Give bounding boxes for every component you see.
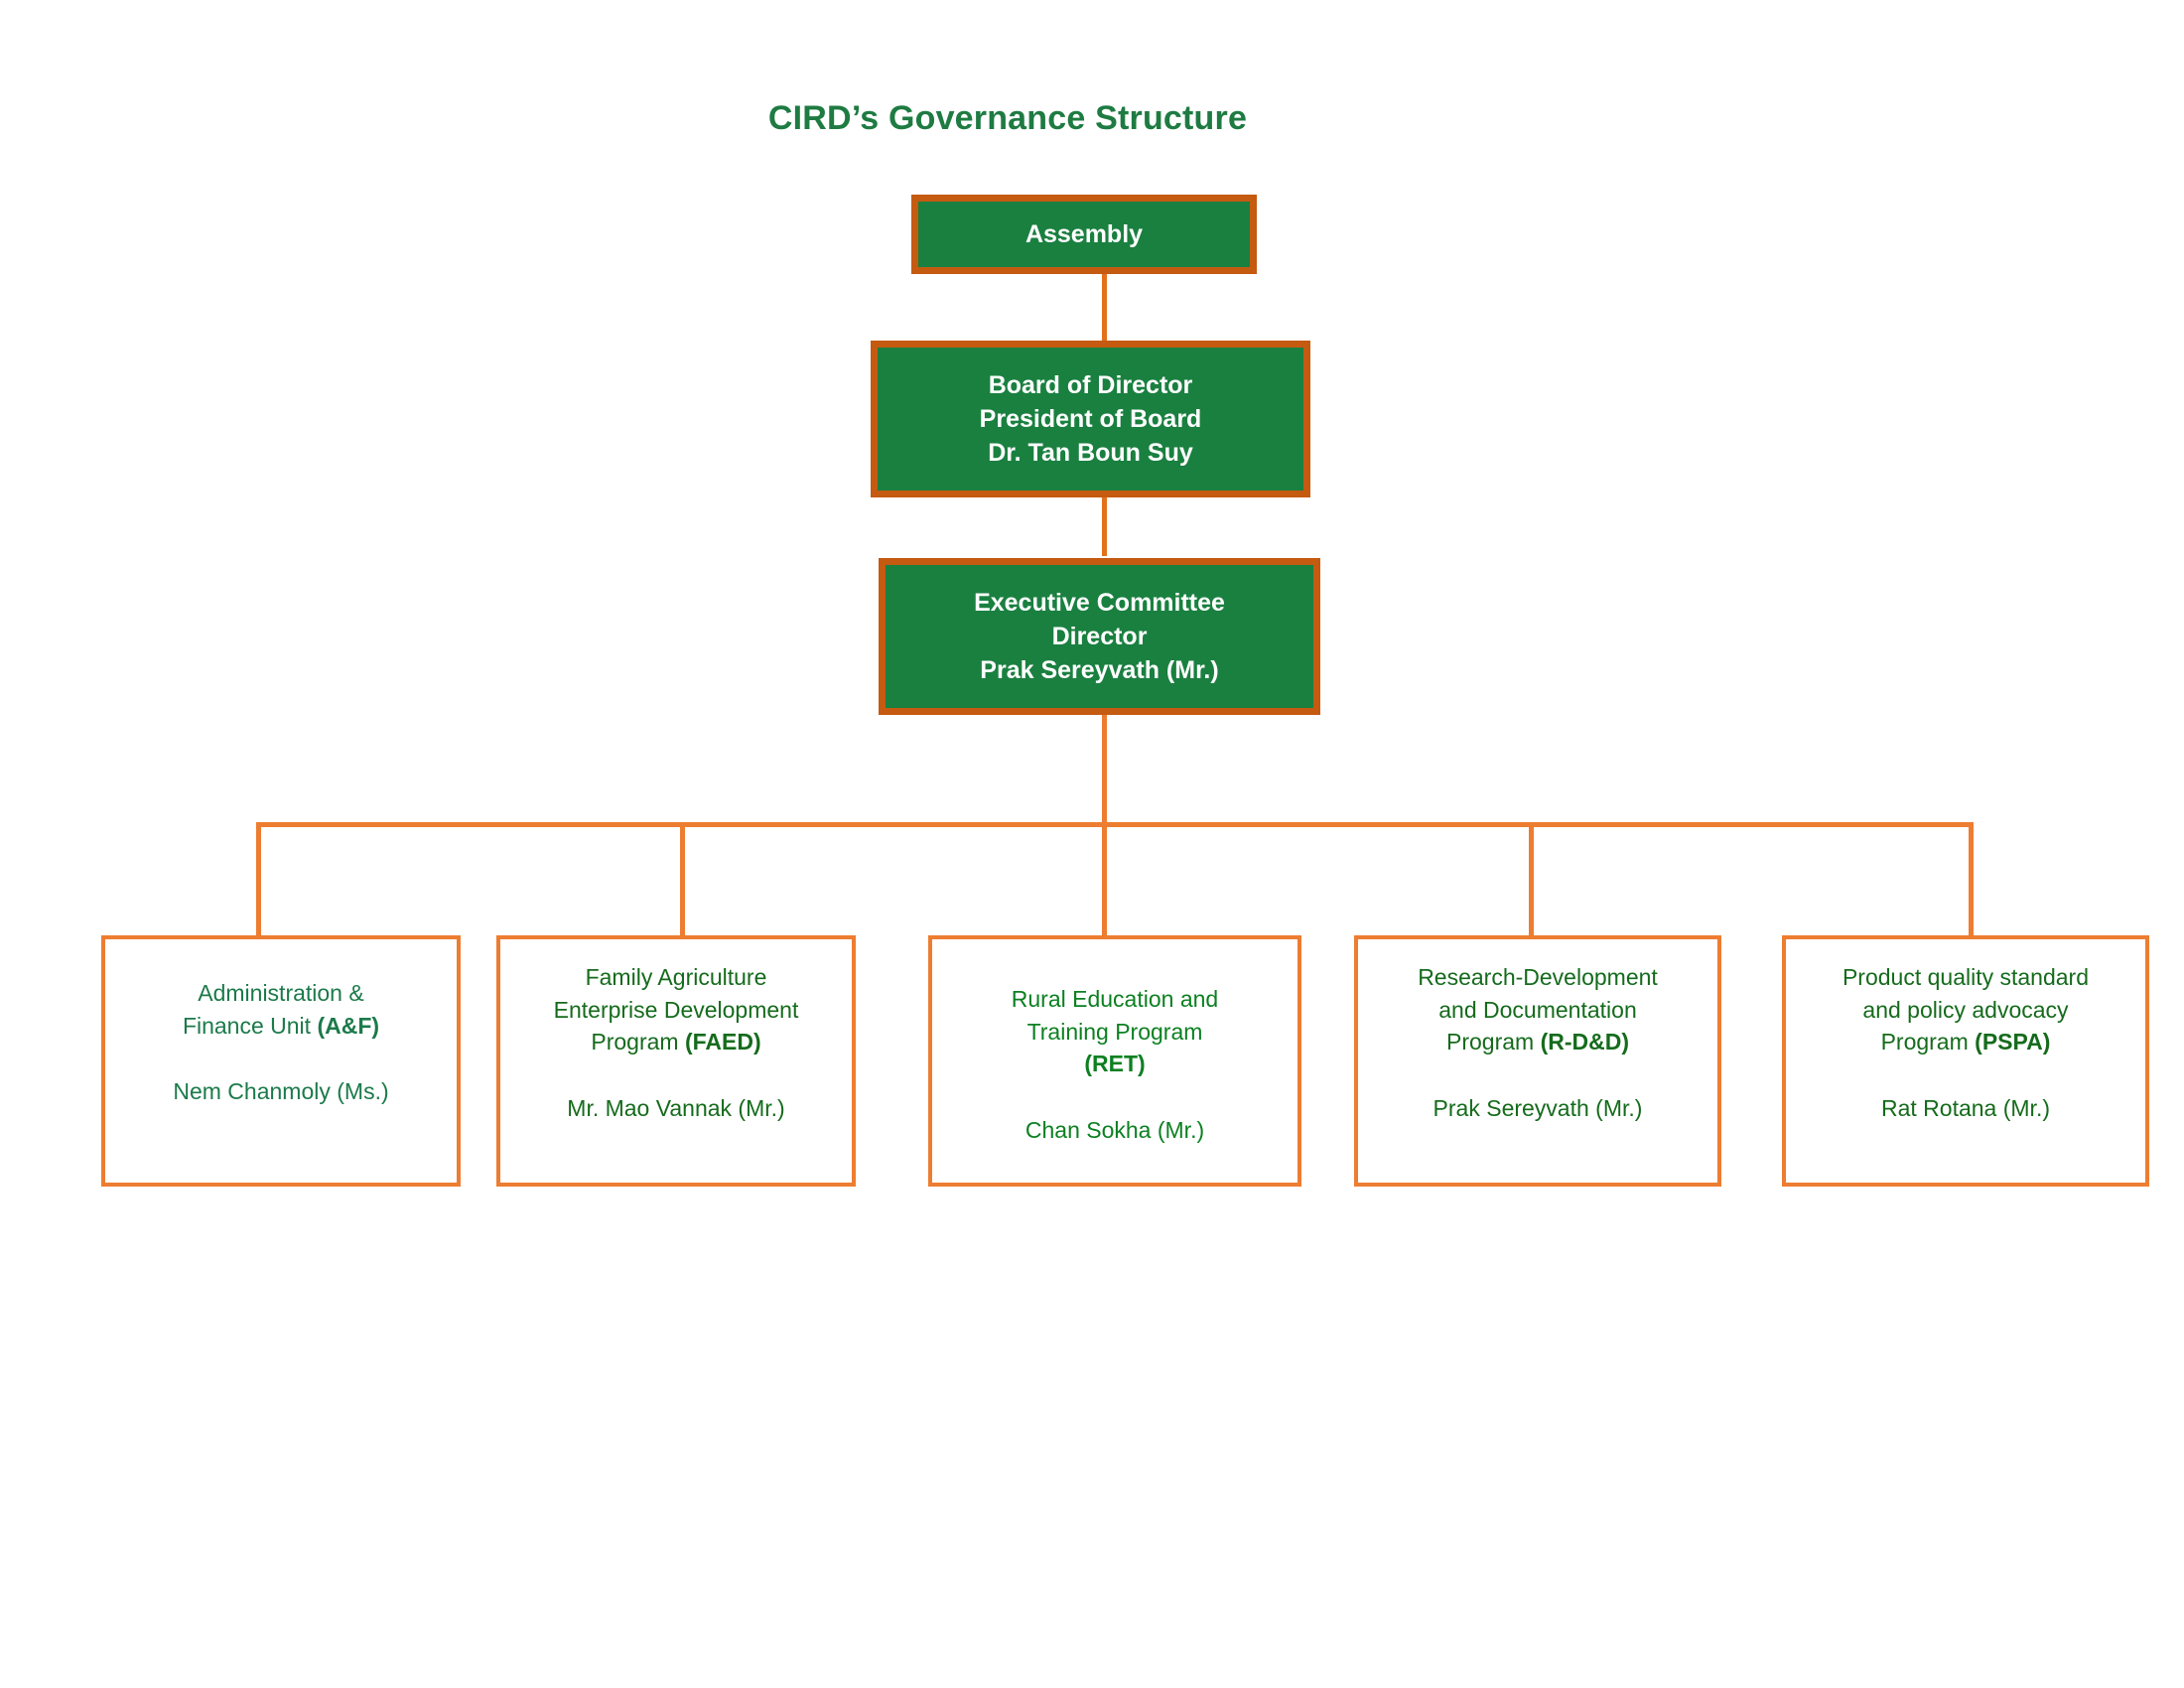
node-unit-administration-finance[interactable]: Administration & Finance Unit (A&F) Nem … — [101, 935, 461, 1187]
unit-2-title-line-2: Enterprise Development — [553, 996, 799, 1023]
unit-4-title-line-1: Research-Development — [1418, 964, 1658, 990]
node-board-line-2: President of Board — [979, 405, 1202, 433]
unit-title-3: Rural Education and Training Program (RE… — [1012, 983, 1218, 1080]
unit-title-5: Product quality standard and policy advo… — [1843, 961, 2089, 1058]
node-executive-committee[interactable]: Executive Committee Director Prak Sereyv… — [879, 558, 1320, 715]
node-board-of-director[interactable]: Board of Director President of Board Dr.… — [871, 341, 1310, 497]
unit-title-4: Research-Development and Documentation P… — [1418, 961, 1658, 1058]
unit-1-title-line-2: Finance Unit (A&F) — [182, 1012, 380, 1039]
connector-horizontal-bus — [256, 822, 1974, 827]
node-unit-pspa[interactable]: Product quality standard and policy advo… — [1782, 935, 2149, 1187]
connector-executive-to-bus — [1102, 715, 1107, 826]
node-assembly[interactable]: Assembly — [911, 195, 1257, 274]
unit-2-title-line-3: Program (FAED) — [591, 1029, 761, 1055]
unit-3-acronym: (RET) — [1084, 1051, 1146, 1077]
unit-4-person: Prak Sereyvath (Mr.) — [1433, 1094, 1643, 1121]
node-board-line-1: Board of Director — [988, 371, 1193, 399]
unit-2-acronym: (FAED) — [684, 1029, 761, 1055]
connector-drop-unit-1 — [256, 822, 261, 937]
unit-5-title-line-2: and policy advocacy — [1862, 996, 2069, 1023]
connector-drop-unit-4 — [1529, 822, 1534, 937]
node-executive-line-2: Director — [1051, 623, 1148, 650]
unit-1-title-line-1: Administration & — [198, 980, 364, 1006]
node-unit-faed[interactable]: Family Agriculture Enterprise Developmen… — [496, 935, 856, 1187]
unit-1-person: Nem Chanmoly (Ms.) — [173, 1078, 389, 1105]
connector-drop-unit-2 — [680, 822, 685, 937]
node-executive-line-3: Prak Sereyvath (Mr.) — [980, 656, 1219, 684]
unit-4-acronym: (R-D&D) — [1540, 1029, 1629, 1055]
unit-3-title-line-3: (RET) — [1012, 1048, 1218, 1080]
page-title: CIRD’s Governance Structure — [0, 99, 2184, 138]
unit-4-title-line-3: Program (R-D&D) — [1445, 1029, 1629, 1055]
unit-2-person: Mr. Mao Vannak (Mr.) — [567, 1094, 785, 1121]
unit-5-acronym: (PSPA) — [1975, 1029, 2051, 1055]
connector-drop-unit-3 — [1102, 822, 1107, 937]
unit-title-2: Family Agriculture Enterprise Developmen… — [554, 961, 799, 1058]
node-board-line-3: Dr. Tan Boun Suy — [988, 439, 1193, 467]
unit-title-1: Administration & Finance Unit (A&F) — [183, 977, 379, 1042]
unit-5-person: Rat Rotana (Mr.) — [1881, 1094, 2050, 1121]
connector-drop-unit-5 — [1969, 822, 1974, 937]
unit-3-title-line-1: Rural Education and — [1011, 986, 1219, 1012]
unit-5-title-line-1: Product quality standard — [1842, 964, 2090, 990]
connector-assembly-to-board — [1102, 274, 1107, 342]
node-unit-rdd[interactable]: Research-Development and Documentation P… — [1354, 935, 1721, 1187]
unit-5-title-line-3: Program (PSPA) — [1880, 1029, 2051, 1055]
node-executive-line-1: Executive Committee — [974, 589, 1225, 617]
unit-3-title-line-2: Training Program — [1026, 1018, 1203, 1045]
unit-1-acronym: (A&F) — [317, 1012, 380, 1039]
unit-3-person: Chan Sokha (Mr.) — [1024, 1116, 1205, 1143]
unit-2-title-line-1: Family Agriculture — [585, 964, 767, 990]
unit-4-title-line-2: and Documentation — [1438, 996, 1637, 1023]
node-unit-ret[interactable]: Rural Education and Training Program (RE… — [928, 935, 1301, 1187]
page-title-text: CIRD’s Governance Structure — [767, 99, 1248, 137]
connector-board-to-executive — [1102, 496, 1107, 556]
node-assembly-line-1: Assembly — [1024, 220, 1144, 248]
